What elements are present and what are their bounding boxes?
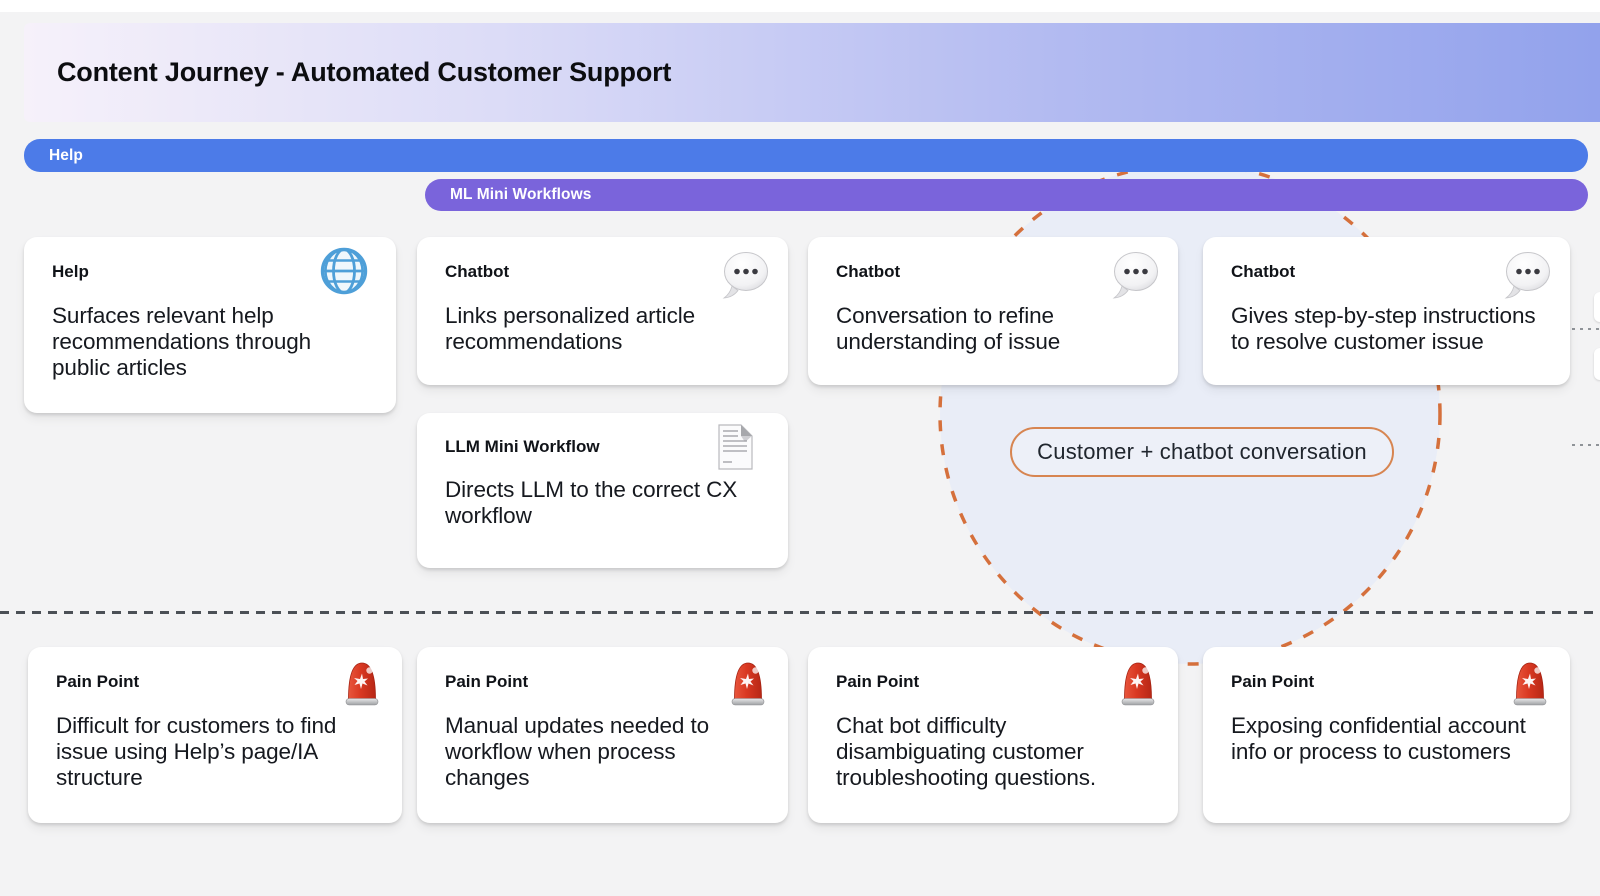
lane-ml-label: ML Mini Workflows: [450, 186, 592, 203]
card-pain-point-1[interactable]: Pain Point Difficult for customers to fi…: [28, 647, 402, 823]
lane-help-label: Help: [49, 146, 83, 164]
card-help[interactable]: Help Surfaces relevant help recommendati…: [24, 237, 396, 413]
card-title: Pain Point: [1231, 672, 1315, 691]
card-body: Conversation to refine understanding of …: [836, 303, 1061, 354]
annotation-pill[interactable]: Customer + chatbot conversation: [1010, 427, 1394, 477]
highlight-circle[interactable]: [935, 159, 1445, 669]
card-body: Gives step-by-step instructions to resol…: [1231, 303, 1536, 354]
card-llm-mini-workflow[interactable]: LLM Mini Workflow Directs LLM to the cor…: [417, 413, 788, 568]
card-title: Pain Point: [445, 672, 529, 691]
offscreen-card-edge: [1594, 292, 1600, 322]
lane-ml-mini-workflows[interactable]: ML Mini Workflows: [425, 179, 1588, 211]
card-body: Exposing confidential account info or pr…: [1231, 713, 1526, 764]
globe-emoji: [320, 247, 368, 295]
lane-help[interactable]: Help: [24, 139, 1588, 172]
card-pain-point-2[interactable]: Pain Point Manual updates needed to work…: [417, 647, 788, 823]
siren-emoji: [345, 662, 379, 706]
card-title: Pain Point: [836, 672, 920, 691]
card-body: Surfaces relevant help recommendations t…: [52, 303, 312, 380]
page-emoji: [718, 424, 753, 470]
card-title: LLM Mini Workflow: [445, 437, 600, 456]
siren-emoji: [1513, 662, 1547, 706]
card-body: Directs LLM to the correct CX workflow: [445, 477, 738, 528]
canvas-top-edge: [0, 0, 1600, 12]
card-title: Chatbot: [445, 262, 510, 281]
card-body: Manual updates needed to workflow when p…: [445, 713, 710, 790]
section-divider-dashed-line: [0, 611, 1600, 614]
card-body: Difficult for customers to find issue us…: [56, 713, 337, 790]
card-chatbot-2[interactable]: Chatbot Conversation to refine understan…: [808, 237, 1178, 385]
card-title: Pain Point: [56, 672, 140, 691]
annotation-label: Customer + chatbot conversation: [1037, 439, 1367, 464]
card-body: Links personalized article recommendatio…: [445, 303, 696, 354]
card-title: Chatbot: [1231, 262, 1296, 281]
card-chatbot-1[interactable]: Chatbot Links personalized article recom…: [417, 237, 788, 385]
header-band: Content Journey - Automated Customer Sup…: [24, 23, 1600, 122]
siren-emoji: [1121, 662, 1155, 706]
page-title: Content Journey - Automated Customer Sup…: [57, 57, 672, 87]
speech-balloon-emoji: [722, 252, 768, 299]
card-chatbot-3[interactable]: Chatbot Gives step-by-step instructions …: [1203, 237, 1570, 385]
card-title: Chatbot: [836, 262, 901, 281]
card-title: Help: [52, 262, 89, 281]
speech-balloon-emoji: [1112, 252, 1158, 299]
card-pain-point-3[interactable]: Pain Point Chat bot difficulty disambigu…: [808, 647, 1178, 823]
speech-balloon-emoji: [1504, 252, 1550, 299]
dotted-connector-line: [1572, 328, 1600, 330]
siren-emoji: [731, 662, 765, 706]
card-pain-point-4[interactable]: Pain Point Exposing confidential account…: [1203, 647, 1570, 823]
dotted-connector-line: [1572, 444, 1600, 446]
card-body: Chat bot difficulty disambiguating custo…: [836, 713, 1097, 790]
offscreen-card-edge: [1594, 348, 1600, 380]
